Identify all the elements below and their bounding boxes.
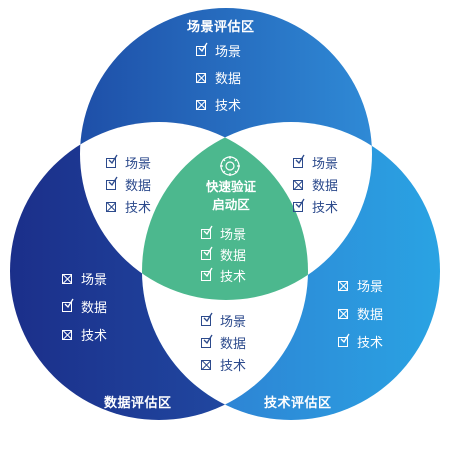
checkbox-checked-icon bbox=[106, 176, 118, 190]
list-item: 数据 bbox=[196, 68, 241, 87]
list-item: 场景 bbox=[201, 224, 246, 243]
checkbox-checked-icon bbox=[201, 312, 213, 326]
center-title-line2: 启动区 bbox=[212, 197, 250, 212]
data-region-title: 数据评估区 bbox=[104, 396, 172, 411]
center-overlap bbox=[142, 122, 308, 300]
checkbox-cross-icon bbox=[293, 179, 303, 190]
item-label: 技术 bbox=[220, 359, 247, 374]
checkbox-checked-icon bbox=[106, 154, 118, 168]
checkbox-checked-icon bbox=[196, 42, 208, 56]
item-label: 技术 bbox=[312, 201, 339, 216]
checkbox-checked-icon bbox=[201, 334, 213, 348]
list-item: 数据 bbox=[106, 175, 151, 194]
list-item: 数据 bbox=[201, 245, 246, 264]
item-label: 场景 bbox=[220, 315, 247, 330]
list-item: 技术 bbox=[196, 95, 241, 114]
checkbox-checked-icon bbox=[293, 198, 305, 212]
list-item: 场景 bbox=[338, 276, 383, 295]
list-item: 场景 bbox=[62, 269, 107, 288]
list-item: 数据 bbox=[201, 333, 246, 352]
checkbox-cross-icon bbox=[196, 99, 206, 110]
list-item: 场景 bbox=[293, 153, 338, 172]
list-item: 技术 bbox=[338, 332, 383, 351]
item-label: 数据 bbox=[312, 179, 339, 194]
checkbox-checked-icon bbox=[201, 225, 213, 239]
list-item: 技术 bbox=[201, 266, 246, 285]
checkbox-checked-icon bbox=[201, 267, 213, 281]
list-item: 技术 bbox=[201, 355, 246, 374]
item-label: 场景 bbox=[220, 228, 247, 243]
checkbox-cross-icon bbox=[106, 201, 116, 212]
item-label: 技术 bbox=[125, 201, 152, 216]
item-label: 场景 bbox=[215, 45, 242, 60]
item-label: 数据 bbox=[220, 249, 247, 264]
list-item: 技术 bbox=[106, 197, 151, 216]
item-label: 数据 bbox=[81, 301, 108, 316]
tech-region-title: 技术评估区 bbox=[264, 396, 332, 411]
center-title: 快速验证 启动区 bbox=[190, 178, 272, 214]
item-label: 技术 bbox=[220, 270, 247, 285]
checkbox-cross-icon bbox=[196, 72, 206, 83]
list-item: 场景 bbox=[196, 41, 241, 60]
item-label: 场景 bbox=[312, 157, 339, 172]
item-label: 技术 bbox=[215, 99, 242, 114]
checkbox-cross-icon bbox=[62, 273, 72, 284]
list-item: 数据 bbox=[293, 175, 338, 194]
item-label: 数据 bbox=[125, 179, 152, 194]
checkbox-checked-icon bbox=[62, 298, 74, 312]
center-title-line1: 快速验证 bbox=[205, 179, 256, 194]
item-label: 场景 bbox=[125, 157, 152, 172]
list-item: 数据 bbox=[338, 304, 383, 323]
list-item: 场景 bbox=[106, 153, 151, 172]
gear-icon bbox=[220, 156, 240, 176]
list-item: 数据 bbox=[62, 297, 107, 316]
checkbox-checked-icon bbox=[293, 154, 305, 168]
list-item: 场景 bbox=[201, 311, 246, 330]
list-item: 技术 bbox=[293, 197, 338, 216]
item-label: 技术 bbox=[81, 329, 108, 344]
checkbox-cross-icon bbox=[338, 280, 348, 291]
item-label: 数据 bbox=[357, 308, 384, 323]
scene-region-title: 场景评估区 bbox=[187, 20, 255, 35]
item-label: 技术 bbox=[357, 336, 384, 351]
checkbox-checked-icon bbox=[201, 246, 213, 260]
item-label: 数据 bbox=[215, 72, 242, 87]
checkbox-cross-icon bbox=[62, 329, 72, 340]
item-label: 场景 bbox=[357, 280, 384, 295]
item-label: 场景 bbox=[81, 273, 108, 288]
list-item: 技术 bbox=[62, 325, 107, 344]
checkbox-checked-icon bbox=[338, 333, 350, 347]
checkbox-cross-icon bbox=[201, 359, 211, 370]
item-label: 数据 bbox=[220, 337, 247, 352]
checkbox-cross-icon bbox=[338, 308, 348, 319]
